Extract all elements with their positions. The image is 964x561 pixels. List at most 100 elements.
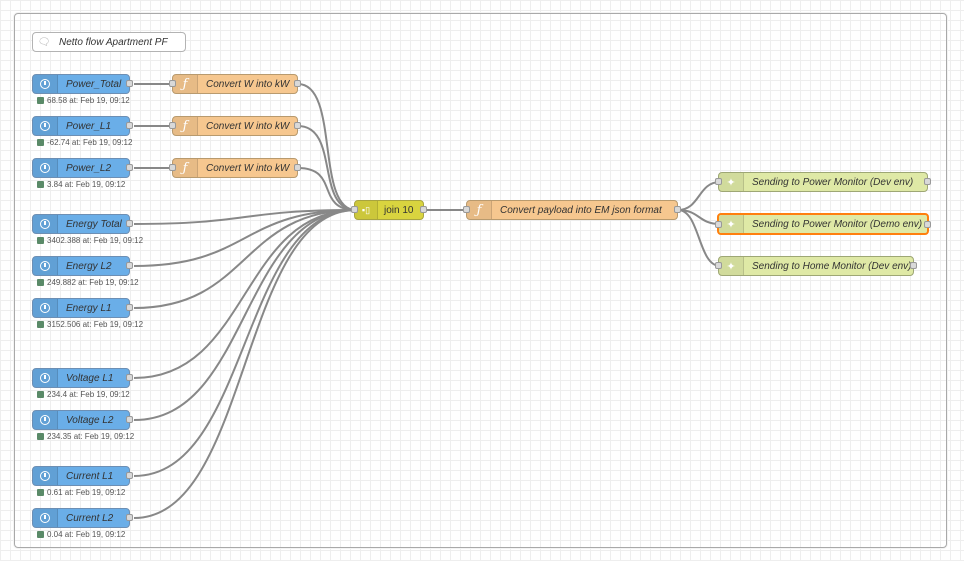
status-dot-icon	[37, 391, 44, 398]
function-node[interactable]: ƒ Convert W into kW	[169, 116, 301, 136]
node-status: 3.84 at: Feb 19, 09:12	[37, 180, 125, 189]
join-label: join 10	[384, 204, 414, 216]
output-port[interactable]	[126, 374, 133, 381]
inject-node-voltage-l1[interactable]: Voltage L1	[32, 368, 133, 388]
flow-group	[14, 13, 947, 548]
output-port[interactable]	[126, 80, 133, 87]
inject-node-power-total[interactable]: Power_Total	[32, 74, 133, 94]
input-port[interactable]	[351, 206, 358, 213]
mqtt-out-node-home-dev[interactable]: ✦ Sending to Home Monitor (Dev env)	[715, 256, 917, 276]
function-node[interactable]: ƒ Convert W into kW	[169, 158, 301, 178]
status-dot-icon	[37, 433, 44, 440]
join-node[interactable]: ▪▯ join 10	[351, 200, 427, 220]
output-port[interactable]	[126, 514, 133, 521]
input-port[interactable]	[463, 206, 470, 213]
inject-node-power-l2[interactable]: Power_L2	[32, 158, 133, 178]
input-port[interactable]	[169, 80, 176, 87]
mqtt-label: Sending to Power Monitor (Demo env)	[752, 218, 923, 230]
output-port[interactable]	[126, 304, 133, 311]
status-dot-icon	[37, 181, 44, 188]
node-status: 0.04 at: Feb 19, 09:12	[37, 530, 125, 539]
clock-icon	[33, 467, 58, 485]
mqtt-label: Sending to Power Monitor (Dev env)	[752, 176, 914, 188]
clock-icon	[33, 257, 58, 275]
inject-label: Current L1	[66, 470, 114, 482]
mqtt-out-node-power-demo[interactable]: ✦ Sending to Power Monitor (Demo env)	[715, 213, 931, 235]
inject-node-current-l1[interactable]: Current L1	[32, 466, 133, 486]
speech-bubble-icon: 🗨	[37, 36, 51, 48]
output-port[interactable]	[126, 262, 133, 269]
input-port[interactable]	[715, 221, 722, 228]
output-port[interactable]	[126, 220, 133, 227]
inject-node-power-l1[interactable]: Power_L1	[32, 116, 133, 136]
inject-label: Power_Total	[66, 78, 122, 90]
inject-node-current-l2[interactable]: Current L2	[32, 508, 133, 528]
inject-node-energy-l2[interactable]: Energy L2	[32, 256, 133, 276]
inject-label: Energy L1	[66, 302, 112, 314]
inject-label: Voltage L2	[66, 414, 114, 426]
output-port[interactable]	[294, 122, 301, 129]
clock-icon	[33, 369, 58, 387]
clock-icon	[33, 299, 58, 317]
input-port[interactable]	[715, 262, 722, 269]
function-label: Convert W into kW	[206, 120, 290, 132]
comment-label: Netto flow Apartment PF	[59, 36, 168, 48]
clock-icon	[33, 411, 58, 429]
inject-label: Current L2	[66, 512, 114, 524]
input-port[interactable]	[169, 122, 176, 129]
inject-node-energy-total[interactable]: Energy Total	[32, 214, 133, 234]
inject-label: Energy L2	[66, 260, 112, 272]
status-dot-icon	[37, 531, 44, 538]
clock-icon	[33, 117, 58, 135]
node-status: 3402.388 at: Feb 19, 09:12	[37, 236, 143, 245]
node-status: -62.74 at: Feb 19, 09:12	[37, 138, 132, 147]
node-status: 3152.506 at: Feb 19, 09:12	[37, 320, 143, 329]
node-status: 0.61 at: Feb 19, 09:12	[37, 488, 125, 497]
clock-icon	[33, 159, 58, 177]
function-icon: ƒ	[173, 159, 198, 177]
convert-payload-node[interactable]: ƒ Convert payload into EM json format	[463, 200, 681, 220]
output-port[interactable]	[126, 472, 133, 479]
function-icon: ƒ	[467, 201, 492, 219]
function-icon: ƒ	[173, 75, 198, 93]
mqtt-label: Sending to Home Monitor (Dev env)	[752, 260, 912, 272]
node-status: 234.35 at: Feb 19, 09:12	[37, 432, 134, 441]
comment-node[interactable]: 🗨 Netto flow Apartment PF	[32, 32, 186, 52]
output-port[interactable]	[674, 206, 681, 213]
output-port[interactable]	[294, 164, 301, 171]
status-dot-icon	[37, 279, 44, 286]
clock-icon	[33, 215, 58, 233]
function-label: Convert payload into EM json format	[500, 204, 662, 216]
status-dot-icon	[37, 97, 44, 104]
mqtt-broadcast-icon: ✦	[719, 215, 744, 233]
output-port[interactable]	[924, 221, 931, 228]
output-port[interactable]	[924, 178, 931, 185]
mqtt-broadcast-icon: ✦	[719, 257, 744, 275]
function-node[interactable]: ƒ Convert W into kW	[169, 74, 301, 94]
output-port[interactable]	[420, 206, 427, 213]
mqtt-broadcast-icon: ✦	[719, 173, 744, 191]
function-label: Convert W into kW	[206, 78, 290, 90]
node-status: 249.882 at: Feb 19, 09:12	[37, 278, 139, 287]
clock-icon	[33, 509, 58, 527]
clock-icon	[33, 75, 58, 93]
status-dot-icon	[37, 489, 44, 496]
function-icon: ƒ	[173, 117, 198, 135]
inject-label: Power_L1	[66, 120, 112, 132]
output-port[interactable]	[126, 122, 133, 129]
output-port[interactable]	[910, 262, 917, 269]
node-status: 234.4 at: Feb 19, 09:12	[37, 390, 130, 399]
inject-node-energy-l1[interactable]: Energy L1	[32, 298, 133, 318]
function-label: Convert W into kW	[206, 162, 290, 174]
node-status: 68.58 at: Feb 19, 09:12	[37, 96, 130, 105]
output-port[interactable]	[126, 416, 133, 423]
mqtt-out-node-power-dev[interactable]: ✦ Sending to Power Monitor (Dev env)	[715, 172, 931, 192]
output-port[interactable]	[294, 80, 301, 87]
input-port[interactable]	[169, 164, 176, 171]
input-port[interactable]	[715, 178, 722, 185]
inject-label: Energy Total	[66, 218, 122, 230]
output-port[interactable]	[126, 164, 133, 171]
inject-label: Voltage L1	[66, 372, 114, 384]
inject-label: Power_L2	[66, 162, 112, 174]
inject-node-voltage-l2[interactable]: Voltage L2	[32, 410, 133, 430]
